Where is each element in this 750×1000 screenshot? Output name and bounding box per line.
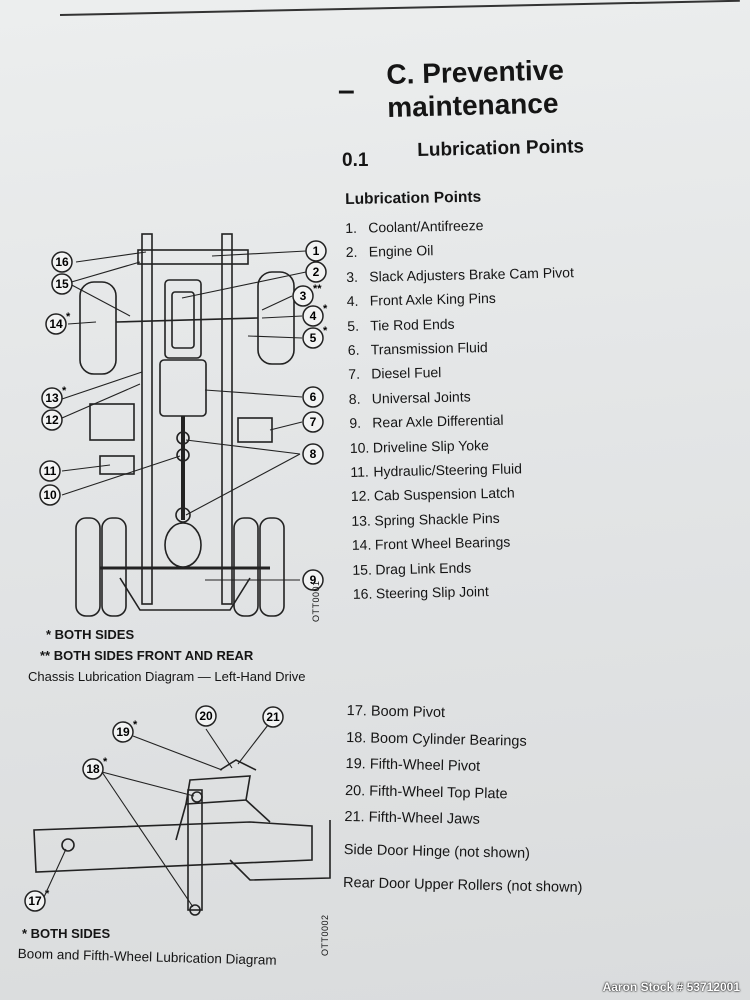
- stock-watermark: Aaron Stock # 53712001: [602, 980, 740, 994]
- engine: [164, 279, 202, 359]
- boom-figure-code: OTT0002: [320, 914, 330, 956]
- boom-pivot: [61, 838, 75, 852]
- boom-callout-circle-18: [82, 758, 104, 780]
- boom-callout-19: 19: [116, 725, 130, 739]
- rear-tire-r2: [259, 517, 285, 617]
- chassis-callout-15: 15: [55, 277, 69, 291]
- chassis-callout-circle-2: [305, 261, 327, 283]
- fifth-wheel-mount: [175, 799, 271, 841]
- boom-callout-circle-21: [262, 706, 284, 728]
- rear-tire-l1: [75, 517, 101, 617]
- chassis-leader-lines: [61, 250, 307, 581]
- rear-body-outline: [119, 577, 251, 611]
- boom-callout-circle-19: [112, 721, 134, 743]
- front-crossmember: [137, 249, 249, 265]
- chassis-callout-6: 6: [310, 390, 317, 404]
- chassis-callout-13: 13: [45, 391, 59, 405]
- title-dash: –: [338, 74, 355, 107]
- chassis-callout-marker-13: *: [62, 385, 67, 397]
- engine-block: [171, 291, 195, 349]
- chassis-callout-circle-9: [302, 569, 324, 591]
- boom-callout-18: 18: [86, 762, 100, 776]
- chassis-note-both-sides: * BOTH SIDES: [46, 627, 135, 642]
- front-axle: [115, 317, 259, 323]
- chassis-callout-11: 11: [44, 464, 57, 478]
- boom-callout-marker-19: *: [133, 719, 138, 731]
- chassis-callout-1: 1: [313, 244, 320, 258]
- chassis-callout-circle-15: [51, 273, 73, 295]
- boom-callout-21: 21: [266, 710, 280, 724]
- boom-callout-20: 20: [199, 709, 213, 723]
- transmission: [159, 359, 207, 417]
- chassis-callout-circle-8: [302, 443, 324, 465]
- chassis-callout-5: 5: [310, 331, 317, 345]
- chassis-callout-circle-11: [39, 460, 61, 482]
- chassis-callout-marker-4: *: [323, 303, 328, 315]
- boom-cylinder: [187, 789, 203, 911]
- chassis-callout-circle-10: [39, 484, 61, 506]
- chassis-callout-3: 3: [300, 289, 307, 303]
- chassis-callout-marker-3: **: [313, 283, 322, 295]
- u-joint-rear: [175, 507, 191, 523]
- chassis-callout-circle-16: [51, 251, 73, 273]
- boom-callout-marker-17: *: [45, 888, 50, 900]
- boom-callout-17: 17: [28, 894, 42, 908]
- boom-arm: [33, 821, 313, 873]
- chassis-caption: Chassis Lubrication Diagram — Left-Hand …: [28, 669, 306, 684]
- chassis-callout-circle-5: [302, 327, 324, 349]
- boom-callout-circle-17: [24, 890, 46, 912]
- section-number: 0.1: [342, 150, 369, 171]
- frame-rail-left: [141, 233, 153, 605]
- frame-rail-right: [221, 233, 233, 605]
- chassis-callout-circle-13: [41, 387, 63, 409]
- chassis-callout-2: 2: [313, 265, 320, 279]
- chassis-callout-7: 7: [310, 415, 317, 429]
- chassis-callout-circle-7: [302, 411, 324, 433]
- chassis-callout-marker-14: *: [66, 311, 71, 323]
- boom-leader-lines: [43, 724, 269, 908]
- chassis-callout-circle-6: [302, 386, 324, 408]
- fuel-tank: [237, 417, 273, 443]
- battery-box: [89, 403, 135, 441]
- chassis-callout-16: 16: [55, 255, 69, 269]
- rear-tire-r1: [233, 517, 259, 617]
- chassis-callout-circle-12: [41, 409, 63, 431]
- cylinder-bottom-bearing: [189, 904, 201, 916]
- cylinder-top-bearing: [191, 791, 203, 803]
- chassis-callout-10: 10: [43, 488, 57, 502]
- u-joint-front: [176, 431, 190, 445]
- fifth-wheel-jaws: [219, 759, 257, 771]
- chassis-callout-circle-1: [305, 240, 327, 262]
- chassis-callout-circle-14: [45, 313, 67, 335]
- slip-yoke: [176, 448, 190, 462]
- chassis-callout-circle-3: [292, 285, 314, 307]
- chassis-callout-circle-4: [302, 305, 324, 327]
- boom-diagram: [33, 759, 331, 916]
- chassis-callout-8: 8: [310, 447, 317, 461]
- chassis-callout-4: 4: [310, 309, 317, 323]
- boom-callout-marker-18: *: [103, 756, 108, 768]
- chassis-callout-12: 12: [45, 413, 59, 427]
- chassis-callout-marker-5: *: [323, 325, 328, 337]
- front-tire-left: [79, 281, 117, 375]
- rear-tire-l2: [101, 517, 127, 617]
- hydraulic-tank: [99, 455, 135, 475]
- boom-callout-circle-20: [195, 705, 217, 727]
- chassis-callout-14: 14: [49, 317, 63, 331]
- chassis-figure-code: OTT0001: [311, 580, 321, 622]
- truck-body-rear: [229, 820, 331, 881]
- boom-note-both-sides: * BOTH SIDES: [22, 926, 111, 941]
- rear-differential: [164, 522, 202, 568]
- chassis-note-front-rear: ** BOTH SIDES FRONT AND REAR: [40, 648, 254, 663]
- chassis-callout-9: 9: [310, 573, 317, 587]
